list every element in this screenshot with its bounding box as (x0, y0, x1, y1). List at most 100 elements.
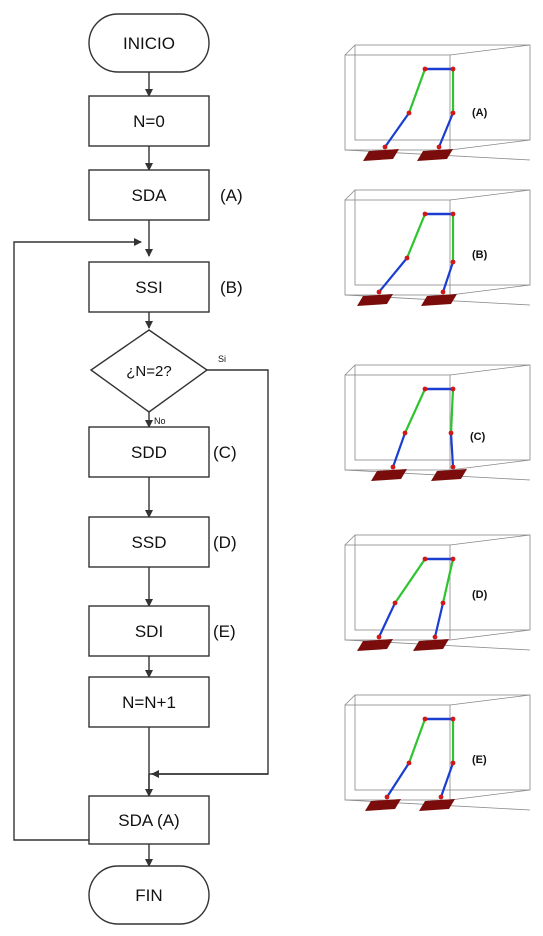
box-back-face (354, 44, 531, 141)
sdd-box (88, 426, 210, 478)
sdd-tag: (C) (213, 443, 237, 462)
yes-label: Si (218, 354, 226, 364)
robot-panel-label: (A) (472, 107, 488, 119)
left-foot-pad (365, 799, 401, 811)
box-front-face (344, 199, 451, 296)
box-edge (344, 534, 356, 546)
box-edge (344, 189, 356, 201)
robot-panel-1: (B) (344, 189, 531, 306)
box-edge (449, 694, 531, 706)
joint-marker (450, 386, 456, 392)
robot-panel-4: (E) (344, 694, 531, 811)
joint-marker (376, 634, 382, 640)
box-edge (449, 364, 531, 376)
robot-panel-label: (B) (472, 249, 488, 261)
ssd-box (88, 516, 210, 568)
box-back-face (354, 189, 531, 286)
left-thigh (403, 388, 427, 434)
right-foot-pad (417, 149, 453, 161)
robot-panel-label: (E) (472, 754, 487, 766)
box-edge (449, 44, 531, 56)
joint-marker (440, 289, 446, 295)
right-thigh (449, 388, 455, 434)
sdi-tag: (E) (213, 622, 236, 641)
increment-label: N=N+1 (122, 693, 176, 712)
start-label: INICIO (123, 34, 175, 53)
robot-panel-3: (D) (344, 534, 531, 651)
joint-marker (422, 386, 428, 392)
robot-panel-label: (D) (472, 589, 488, 601)
joint-marker (422, 556, 428, 562)
right-foot-pad (431, 469, 467, 481)
joint-marker (450, 464, 456, 470)
right-shin (449, 432, 455, 468)
box-back-face (354, 364, 531, 461)
robot-panel-label: (C) (470, 431, 486, 443)
ssd-label: SSD (132, 533, 167, 552)
box-edge (449, 534, 531, 546)
box-edge (449, 629, 531, 641)
box-edge (449, 459, 531, 471)
right-shin (439, 762, 455, 798)
ssd-tag: (D) (213, 533, 237, 552)
left-thigh (407, 718, 427, 764)
box-front-face (344, 544, 451, 641)
joint-marker (450, 760, 456, 766)
left-shin (378, 257, 408, 293)
joint-marker (402, 430, 408, 436)
left-thigh (405, 213, 427, 259)
ssi-label: SSI (135, 278, 162, 297)
right-foot-pad (421, 294, 457, 306)
box-edge (344, 364, 356, 376)
joint-marker (406, 110, 412, 116)
end-terminal (88, 865, 210, 925)
left-foot-pad (371, 469, 407, 481)
init-box (88, 95, 210, 147)
left-shin (391, 432, 407, 468)
decision-diamond (89, 329, 209, 413)
joint-marker (450, 259, 456, 265)
left-thigh (407, 68, 427, 114)
sda-box (88, 169, 210, 221)
joint-marker (406, 760, 412, 766)
box-edge (344, 694, 356, 706)
joint-marker (422, 211, 428, 217)
joint-marker (450, 556, 456, 562)
sdi-label: SDI (135, 622, 163, 641)
joint-marker (450, 66, 456, 72)
ssi-box (88, 261, 210, 313)
left-foot-pad (357, 639, 393, 651)
box-back-face (354, 694, 531, 791)
joint-marker (422, 716, 428, 722)
left-foot-pad (363, 149, 399, 161)
ssi-tag: (B) (220, 278, 243, 297)
joint-marker (450, 716, 456, 722)
decision-label: ¿N=2? (126, 363, 171, 380)
box-edge (449, 789, 531, 801)
right-shin (433, 602, 445, 638)
joint-marker (392, 600, 398, 606)
joint-marker (450, 110, 456, 116)
box-edge (449, 139, 531, 151)
increment-box (88, 676, 210, 728)
sdd-label: SDD (131, 443, 167, 462)
joint-marker (432, 634, 438, 640)
joint-marker (382, 144, 388, 150)
right-shin (437, 112, 455, 148)
box-back-face (354, 534, 531, 631)
joint-marker (440, 600, 446, 606)
init-label: N=0 (133, 112, 165, 131)
final-sda-box (88, 795, 210, 845)
flowchart: INICIO N=0 SDA (A) SSI (B) ¿N=2? Si No S… (13, 13, 269, 925)
final-sda-label: SDA (A) (118, 811, 179, 830)
box-edge (344, 44, 356, 56)
robot-panel-2: (C) (344, 364, 531, 481)
no-label: No (154, 416, 166, 426)
end-label: FIN (135, 886, 162, 905)
robot-pose-panels: (A) (B) (C) (D) (E) (344, 44, 531, 811)
left-shin (386, 762, 410, 798)
joint-marker (384, 794, 390, 800)
box-edge (449, 284, 531, 296)
joint-marker (390, 464, 396, 470)
